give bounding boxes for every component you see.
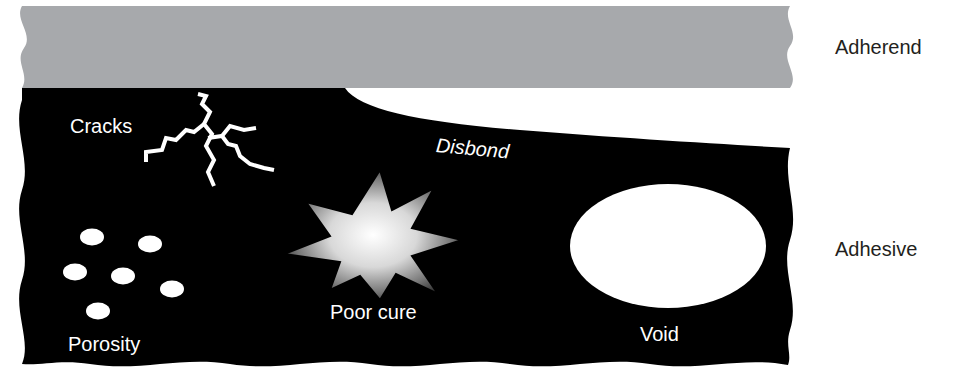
poor-cure-region	[284, 170, 462, 300]
defect-label: Poor cure	[330, 301, 417, 323]
part-name: Adherend	[835, 36, 922, 58]
part-name: Adhesive	[835, 238, 917, 260]
defect-label: Cracks	[70, 115, 132, 137]
adhesive-layer	[19, 88, 793, 366]
porosity-pores	[63, 229, 184, 320]
adherend-band	[20, 6, 793, 88]
crack-lines	[146, 94, 274, 186]
defect-label: Void	[640, 323, 679, 345]
void-cavity	[570, 184, 766, 308]
defect-label: Porosity	[68, 333, 140, 355]
